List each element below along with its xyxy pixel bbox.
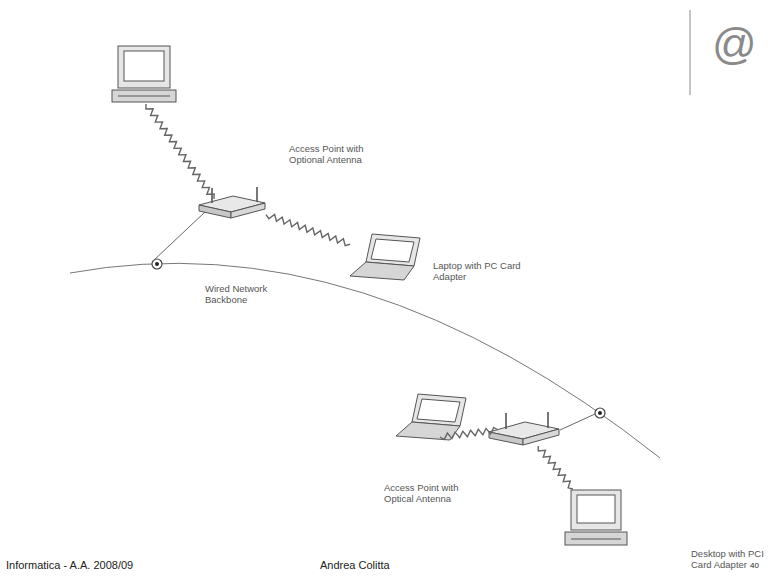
device-label: Access Point with Optional Antenna xyxy=(288,143,390,166)
wired-drop xyxy=(153,212,205,261)
device-node: Access Point with Optical Antenna xyxy=(488,411,560,446)
device-node: Desktop with PCI Card Adapter xyxy=(565,489,627,546)
wireless-link xyxy=(146,104,214,199)
wireless-link xyxy=(440,427,498,439)
device-node: Access Point with Optional Antenna xyxy=(198,186,266,219)
backbone-arc xyxy=(70,263,660,458)
device-node: Laptop with PC Card Adapter xyxy=(350,233,422,281)
footer-text: 40 xyxy=(750,562,759,570)
device-label: Access Point with Optical Antenna xyxy=(383,482,485,505)
backbone-tap xyxy=(595,408,605,418)
wired-drop xyxy=(560,414,595,430)
backbone-label: Wired Network Backbone xyxy=(205,283,295,306)
backbone-tap-dot xyxy=(155,262,159,266)
wireless-link xyxy=(538,446,573,489)
desktop-icon xyxy=(112,46,176,102)
access-point-icon xyxy=(199,187,265,218)
backbone-tap-dot xyxy=(598,411,602,415)
logo-mark: @ xyxy=(712,22,757,66)
access-point-icon xyxy=(489,412,559,445)
logo-divider xyxy=(690,10,691,95)
laptop-icon xyxy=(350,234,420,280)
desktop-icon xyxy=(565,490,627,545)
device-label: Laptop with PC Card Adapter xyxy=(432,260,522,283)
footer-text: Informatica - A.A. 2008/09 xyxy=(6,560,133,571)
wireless-link xyxy=(266,214,350,245)
footer-text: Andrea Colitta xyxy=(320,560,390,571)
